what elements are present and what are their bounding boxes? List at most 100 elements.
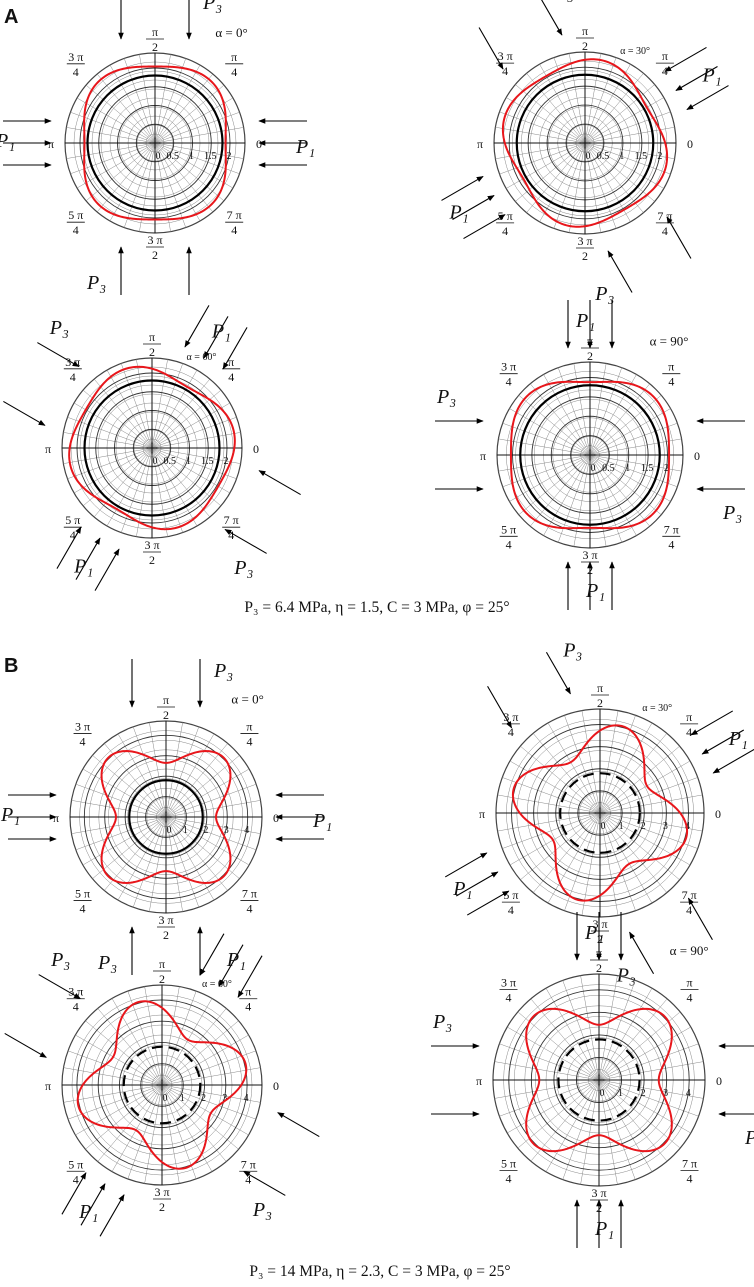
load-arrow-p1: [466, 890, 510, 916]
angle-label: 0: [253, 442, 259, 456]
angle-label-numerator: 3 π: [147, 233, 162, 247]
caption-panel-a: P₃ = 6.4 MPa, η = 1.5, C = 3 MPa, φ = 25…: [244, 599, 509, 616]
load-arrow-p1: [61, 1172, 87, 1215]
angle-label-denominator: 4: [505, 990, 511, 1004]
radial-tick-label: 1: [618, 1088, 623, 1099]
load-label-p3: P₃: [554, 0, 574, 3]
angle-label: 0: [273, 811, 279, 825]
angle-label-denominator: 4: [73, 1000, 79, 1014]
angle-label-denominator: 4: [506, 375, 512, 389]
panel-letter-b: B: [4, 655, 18, 677]
load-label-p1: P₁: [449, 202, 469, 224]
angle-label-denominator: 4: [687, 990, 693, 1004]
load-label-p1: P₁: [312, 810, 332, 832]
load-arrow-p3: [258, 470, 301, 496]
radial-tick-label: 1.5: [204, 151, 217, 162]
load-arrow-p3: [478, 27, 504, 70]
angle-label-denominator: 2: [597, 932, 603, 946]
angle-label: 0: [716, 1074, 722, 1088]
load-label-p3: P₃: [49, 317, 69, 339]
load-arrow-p1: [455, 871, 499, 897]
angle-label: π: [53, 811, 59, 825]
angle-label-denominator: 2: [152, 40, 158, 54]
angle-label-numerator: π: [152, 25, 158, 39]
angle-label-numerator: 5 π: [68, 208, 83, 222]
radial-tick-label: 0.5: [602, 463, 615, 474]
load-label-p1: P₁: [701, 64, 721, 86]
load-label-p3: P₃: [594, 283, 614, 305]
load-arrow-p3: [38, 974, 81, 1000]
load-label-p1: P₁: [211, 320, 231, 342]
angle-label-denominator: 4: [228, 370, 234, 384]
plastic-zone-curve: [509, 380, 671, 530]
angle-label-numerator: 7 π: [227, 208, 242, 222]
radial-tick-label: 2: [224, 456, 229, 467]
load-label-p3: P₃: [97, 952, 117, 974]
load-arrow-p1: [463, 214, 506, 240]
load-arrow-p1: [701, 729, 745, 755]
angle-label: 0: [715, 807, 721, 821]
load-arrow-p1: [441, 175, 484, 201]
hole-boundary: [515, 73, 655, 213]
load-arrow-p1: [99, 1194, 125, 1237]
load-label-p3: P₃: [233, 557, 253, 579]
angle-label: π: [45, 442, 51, 456]
load-label-p1: P₁: [73, 556, 93, 578]
angle-label-numerator: π: [246, 720, 252, 734]
radial-tick-label: 0: [591, 463, 596, 474]
radial-tick-label: 1: [183, 825, 188, 836]
angle-label-denominator: 4: [686, 725, 692, 739]
plastic-zone-curve: [501, 58, 669, 228]
load-label-p1: P₁: [594, 1218, 614, 1240]
load-label-p3: P₃: [86, 272, 106, 294]
caption-panel-b: P₃ = 14 MPa, η = 2.3, C = 3 MPa, φ = 25°: [249, 1263, 510, 1280]
angle-label-denominator: 4: [80, 901, 86, 915]
load-arrow-p3: [687, 897, 713, 941]
angle-label-numerator: 7 π: [657, 209, 672, 223]
radial-tick-label: 0.5: [167, 151, 180, 162]
load-arrow-p3: [4, 1032, 47, 1058]
load-label-p1: P₁: [585, 580, 605, 602]
load-arrow-p1: [94, 548, 120, 591]
angle-label-numerator: π: [159, 957, 165, 971]
radial-tick-label: 2: [641, 821, 646, 832]
load-arrow-p3: [243, 1170, 286, 1196]
angle-label-denominator: 4: [686, 903, 692, 917]
radial-tick-label: 2: [203, 825, 208, 836]
angle-label-numerator: 5 π: [498, 209, 513, 223]
angle-label-denominator: 4: [506, 537, 512, 551]
angle-label-denominator: 4: [73, 65, 79, 79]
angle-label-denominator: 2: [163, 708, 169, 722]
angle-label: 0: [694, 449, 700, 463]
load-label-p3: P₃: [252, 1199, 272, 1221]
load-arrow-p1: [686, 85, 729, 111]
hole-boundary: [559, 772, 641, 854]
radial-tick-label: 4: [686, 1088, 691, 1099]
alpha-label: α = 30°: [620, 46, 650, 57]
radial-tick-label: 2: [641, 1088, 646, 1099]
angle-label-denominator: 4: [668, 537, 674, 551]
load-label-p1: P₁: [575, 310, 595, 332]
angle-label-denominator: 2: [149, 553, 155, 567]
angle-label-numerator: 5 π: [501, 1157, 516, 1171]
load-arrow-p1: [75, 537, 101, 580]
alpha-label: α = 90°: [650, 333, 689, 348]
radial-tick-label: 1: [186, 456, 191, 467]
angle-label-numerator: 3 π: [65, 355, 80, 369]
radial-tick-label: 0.5: [164, 456, 177, 467]
angle-label-numerator: 5 π: [68, 1157, 83, 1171]
radial-tick-label: 0: [153, 456, 158, 467]
load-arrow-p3: [487, 685, 513, 729]
angle-label-denominator: 4: [246, 901, 252, 915]
angle-label-numerator: 5 π: [75, 886, 90, 900]
radial-tick-label: 2: [664, 463, 669, 474]
load-label-p1: P₁: [452, 878, 472, 900]
radial-tick-label: 3: [663, 821, 668, 832]
radial-tick-label: 0: [156, 151, 161, 162]
load-label-p1: P₁: [0, 130, 15, 152]
load-arrow-p3: [37, 342, 80, 368]
angle-label-denominator: 4: [246, 735, 252, 749]
radial-tick-label: 0: [167, 825, 172, 836]
